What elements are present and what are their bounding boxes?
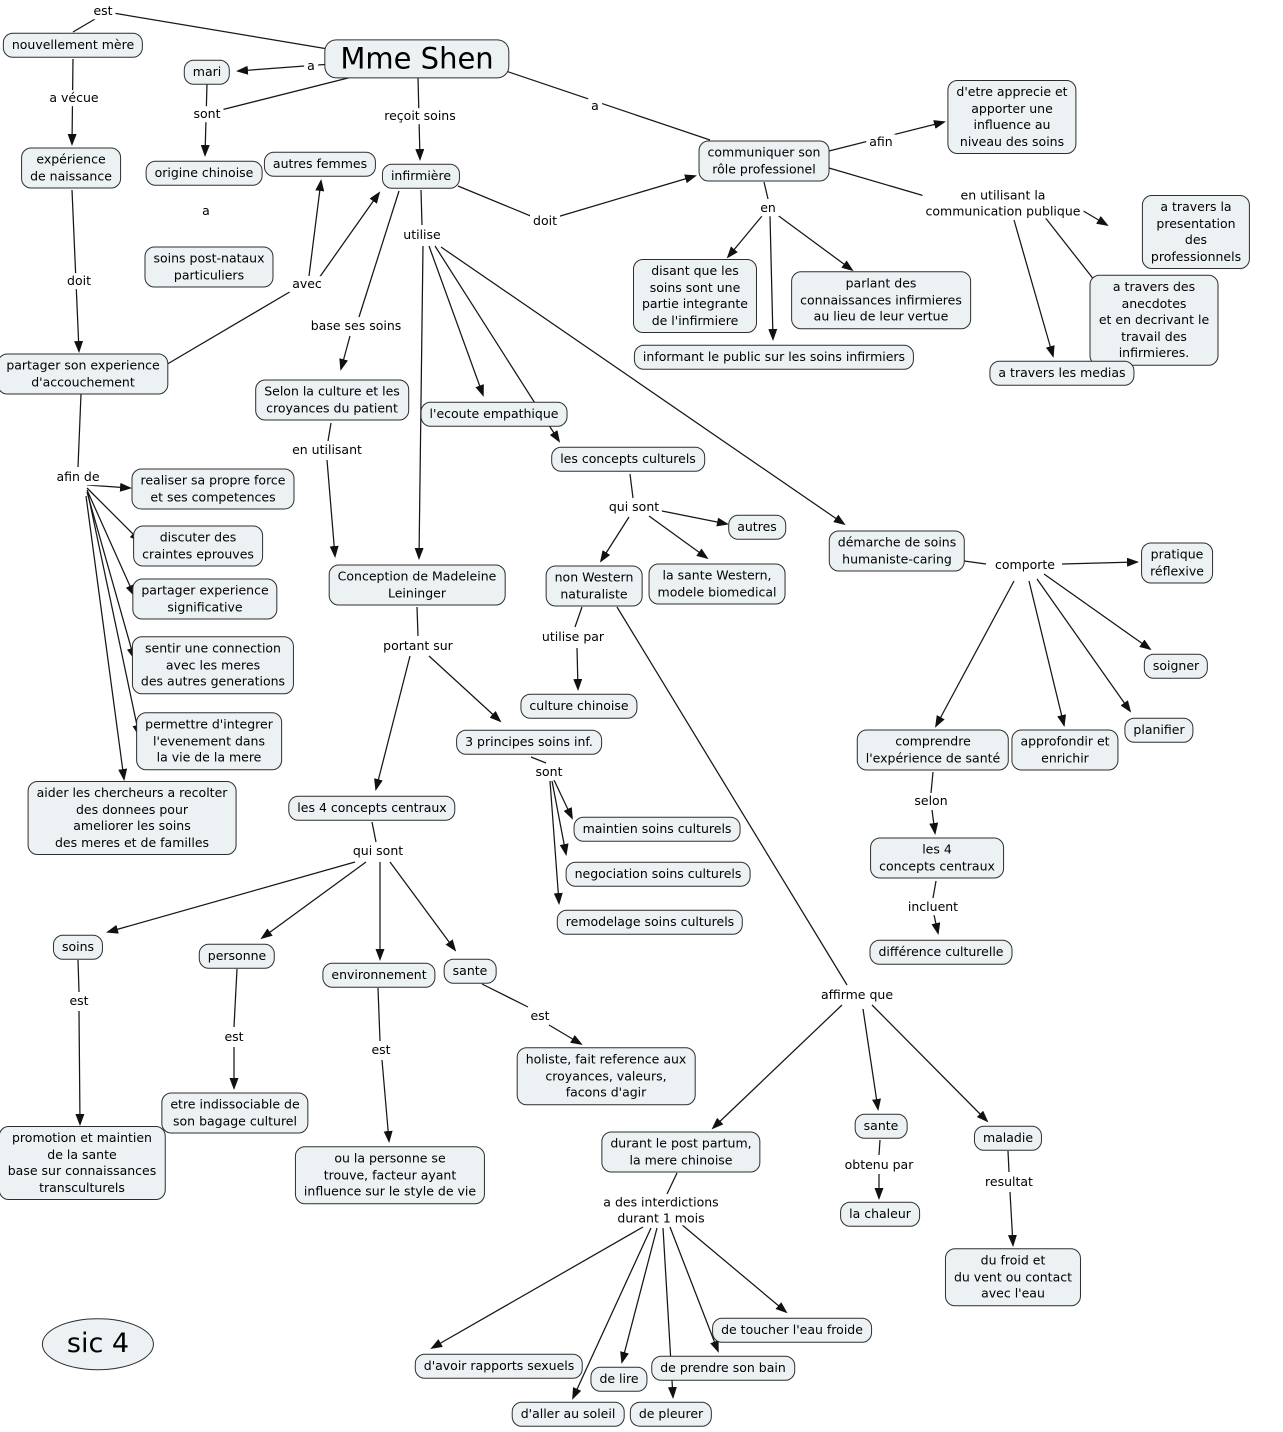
node-du-froid[interactable]: du froid et du vent ou contact avec l'ea… xyxy=(944,1248,1082,1306)
node-principes-soins[interactable]: 3 principes soins inf. xyxy=(456,729,602,755)
link-label-avec[interactable]: avec xyxy=(289,276,325,292)
link-label-afin-de[interactable]: afin de xyxy=(53,469,103,485)
link-label-incluent[interactable]: incluent xyxy=(904,899,962,915)
node-quatre-concepts-gauche[interactable]: les 4 concepts centraux xyxy=(288,795,456,821)
link-label-utilise-par[interactable]: utilise par xyxy=(538,629,608,645)
node-negociation-soins[interactable]: negociation soins culturels xyxy=(565,861,751,887)
node-soigner[interactable]: soigner xyxy=(1143,653,1209,679)
node-durant-post-partum[interactable]: durant le post partum, la mere chinoise xyxy=(601,1131,761,1173)
node-disant-soins[interactable]: disant que les soins sont une partie int… xyxy=(632,259,758,333)
link-label-en-utilisant-comm[interactable]: en utilisant la communication publique xyxy=(922,187,1084,219)
node-comprendre-experience[interactable]: comprendre l'expérience de santé xyxy=(856,729,1010,771)
link-label-a-communiquer[interactable]: a xyxy=(588,98,602,114)
node-sante-western[interactable]: la sante Western, modele biomedical xyxy=(648,563,786,605)
node-sentir-connection[interactable]: sentir une connection avec les meres des… xyxy=(131,636,295,694)
link-label-a-origine[interactable]: a xyxy=(199,203,213,219)
link-label-obtenu-par[interactable]: obtenu par xyxy=(841,1157,917,1173)
node-origine-chinoise[interactable]: origine chinoise xyxy=(145,160,263,186)
node-sante-centre[interactable]: sante xyxy=(443,958,497,984)
link-label-affirme-que[interactable]: affirme que xyxy=(817,987,897,1003)
link-label-a-mari[interactable]: a xyxy=(304,58,318,74)
node-communiquer-role[interactable]: communiquer son rôle professionel xyxy=(698,140,830,182)
node-quatre-concepts-droite[interactable]: les 4 concepts centraux xyxy=(870,837,1004,879)
link-label-sont-principes[interactable]: sont xyxy=(532,764,566,780)
node-difference-culturelle[interactable]: différence culturelle xyxy=(869,939,1013,965)
node-promotion-maintien[interactable]: promotion et maintien de la sante base s… xyxy=(0,1126,166,1200)
link-label-qui-sont-droite[interactable]: qui sont xyxy=(605,499,663,515)
node-mari[interactable]: mari xyxy=(183,59,231,85)
node-maladie[interactable]: maladie xyxy=(973,1125,1043,1151)
node-de-pleurer[interactable]: de pleurer xyxy=(629,1401,713,1427)
link-label-interdictions[interactable]: a des interdictions durant 1 mois xyxy=(600,1194,722,1226)
link-label-est-haut[interactable]: est xyxy=(90,3,116,19)
node-personne[interactable]: personne xyxy=(198,943,276,969)
link-label-base-ses-soins[interactable]: base ses soins xyxy=(307,318,405,334)
node-informant-public[interactable]: informant le public sur les soins infirm… xyxy=(633,344,915,370)
link-label-est-personne[interactable]: est xyxy=(221,1029,247,1045)
node-conception-leininger[interactable]: Conception de Madeleine Leininger xyxy=(328,564,506,606)
node-soins[interactable]: soins xyxy=(52,934,104,960)
link-label-comporte[interactable]: comporte xyxy=(991,557,1059,573)
link-label-afin[interactable]: afin xyxy=(866,134,896,150)
node-remodelage-soins[interactable]: remodelage soins culturels xyxy=(556,909,744,935)
node-permettre-integrer[interactable]: permettre d'integrer l'evenement dans la… xyxy=(136,712,282,770)
node-autres[interactable]: autres xyxy=(728,514,786,540)
node-toucher-eau[interactable]: de toucher l'eau froide xyxy=(712,1317,872,1343)
node-travers-anecdotes[interactable]: a travers des anecdotes et en decrivant … xyxy=(1089,274,1219,366)
node-selon-culture[interactable]: Selon la culture et les croyances du pat… xyxy=(255,379,409,421)
link-label-en[interactable]: en xyxy=(757,200,779,216)
node-maintien-soins[interactable]: maintien soins culturels xyxy=(573,816,741,842)
node-infirmiere[interactable]: infirmière xyxy=(381,163,461,189)
link-label-a-vecue[interactable]: a vécue xyxy=(46,90,102,106)
node-planifier[interactable]: planifier xyxy=(1124,717,1194,743)
link-label-recoit-soins[interactable]: reçoit soins xyxy=(381,108,459,124)
node-etre-indissociable[interactable]: etre indissociable de son bagage culture… xyxy=(161,1092,309,1134)
node-ou-la-personne[interactable]: ou la personne se trouve, facteur ayant … xyxy=(294,1146,486,1204)
node-parlant-connaissances[interactable]: parlant des connaissances infirmieres au… xyxy=(791,271,971,329)
node-approfondir[interactable]: approfondir et enrichir xyxy=(1011,729,1119,771)
node-prendre-bain[interactable]: de prendre son bain xyxy=(651,1355,795,1381)
node-etre-apprecie[interactable]: d'etre apprecie et apporter une influenc… xyxy=(947,80,1077,154)
link-label-qui-sont-gauche[interactable]: qui sont xyxy=(349,843,407,859)
link-label-doit-gauche[interactable]: doit xyxy=(64,273,94,289)
node-aider-chercheurs[interactable]: aider les chercheurs a recolter des donn… xyxy=(27,781,237,855)
node-travers-presentation[interactable]: a travers la presentation des profession… xyxy=(1141,195,1251,269)
link-label-resultat[interactable]: resultat xyxy=(982,1174,1036,1190)
node-la-chaleur[interactable]: la chaleur xyxy=(840,1201,920,1227)
node-nouvellement-mere[interactable]: nouvellement mère xyxy=(2,32,144,58)
node-soins-postnataux[interactable]: soins post-nataux particuliers xyxy=(144,246,274,288)
link-label-doit-droite[interactable]: doit xyxy=(530,213,560,229)
map-badge[interactable]: sic 4 xyxy=(41,1318,155,1370)
node-partager-accouchement[interactable]: partager son experience d'accouchement xyxy=(0,353,169,395)
link-label-est-environnement[interactable]: est xyxy=(368,1042,394,1058)
link-label-est-soins[interactable]: est xyxy=(66,993,92,1009)
node-demarche-soins[interactable]: démarche de soins humaniste-caring xyxy=(828,530,966,572)
link-label-utilise[interactable]: utilise xyxy=(400,227,444,243)
node-discuter-craintes[interactable]: discuter des craintes eprouves xyxy=(133,525,263,567)
node-autres-femmes[interactable]: autres femmes xyxy=(263,151,377,177)
link-label-est-sante[interactable]: est xyxy=(527,1008,553,1024)
node-sante-bas[interactable]: sante xyxy=(854,1113,908,1139)
node-aller-soleil[interactable]: d'aller au soleil xyxy=(511,1401,625,1427)
node-concepts-culturels[interactable]: les concepts culturels xyxy=(551,446,705,472)
node-environnement[interactable]: environnement xyxy=(322,962,436,988)
node-holiste[interactable]: holiste, fait reference aux croyances, v… xyxy=(516,1047,696,1105)
node-experience-naissance[interactable]: expérience de naissance xyxy=(21,147,121,189)
node-partager-significative[interactable]: partager experience significative xyxy=(132,578,278,620)
node-travers-medias[interactable]: a travers les medias xyxy=(989,360,1135,386)
node-rapports-sexuels[interactable]: d'avoir rapports sexuels xyxy=(414,1353,584,1379)
link-label-portant-sur[interactable]: portant sur xyxy=(380,638,456,654)
link-label-selon[interactable]: selon xyxy=(911,793,951,809)
link-label-en-utilisant[interactable]: en utilisant xyxy=(289,442,365,458)
node-pratique-reflexive[interactable]: pratique réflexive xyxy=(1141,542,1213,584)
link-label-sont-mari[interactable]: sont xyxy=(190,106,224,122)
node-de-lire[interactable]: de lire xyxy=(590,1366,648,1392)
node-realiser-force[interactable]: realiser sa propre force et ses competen… xyxy=(131,468,295,510)
node-culture-chinoise[interactable]: culture chinoise xyxy=(520,693,638,719)
node-ecoute-empathique[interactable]: l'ecoute empathique xyxy=(420,401,568,427)
node-non-western[interactable]: non Western naturaliste xyxy=(545,565,643,607)
node-mme-shen[interactable]: Mme Shen xyxy=(324,39,510,79)
